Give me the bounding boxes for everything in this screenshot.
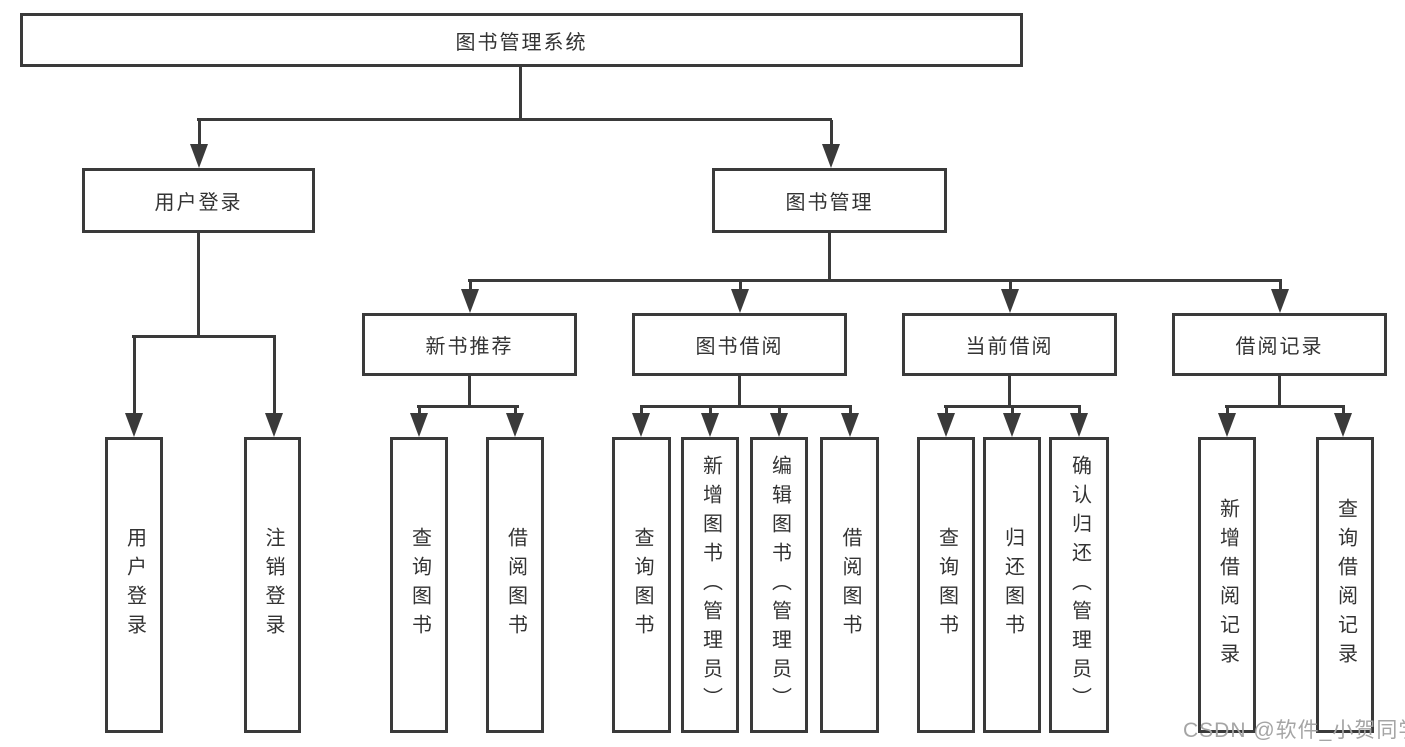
connector-line	[1278, 376, 1281, 407]
node-book-management: 图书管理	[712, 168, 947, 233]
arrow-down-icon	[822, 120, 840, 168]
arrow-down-icon	[731, 282, 749, 313]
connector-line	[1008, 376, 1011, 407]
leaf-query-books-current: 查询图书	[917, 437, 975, 733]
arrow-down-icon	[1271, 282, 1289, 313]
arrow-down-icon	[1334, 407, 1352, 437]
arrow-down-icon	[461, 282, 479, 313]
leaf-edit-book-admin: 编辑图书（管理员）	[750, 437, 808, 733]
arrow-down-icon	[632, 407, 650, 437]
leaf-query-borrow-record: 查询借阅记录	[1316, 437, 1374, 733]
connector-line	[738, 376, 741, 407]
leaf-logout: 注销登录	[244, 437, 301, 733]
leaf-return-book: 归还图书	[983, 437, 1041, 733]
arrow-down-icon	[770, 407, 788, 437]
connector-line	[1225, 405, 1345, 408]
connector-line	[197, 118, 832, 121]
node-library-system: 图书管理系统	[20, 13, 1023, 67]
watermark: CSDN @软件_小贺同学	[1183, 719, 1405, 742]
leaf-query-books-borrow: 查询图书	[612, 437, 671, 733]
leaf-add-borrow-record: 新增借阅记录	[1198, 437, 1256, 733]
arrow-down-icon	[841, 407, 859, 437]
leaf-add-book-admin: 新增图书（管理员）	[681, 437, 739, 733]
leaf-user-login: 用户登录	[105, 437, 163, 733]
leaf-borrow-books-recommend: 借阅图书	[486, 437, 544, 733]
arrow-down-icon	[1070, 407, 1088, 437]
connector-line	[519, 67, 522, 120]
connector-line	[828, 233, 831, 281]
node-book-borrow: 图书借阅	[632, 313, 847, 376]
arrow-down-icon	[1218, 407, 1236, 437]
connector-line	[197, 233, 200, 337]
leaf-borrow-books-borrow: 借阅图书	[820, 437, 879, 733]
leaf-query-books-recommend: 查询图书	[390, 437, 448, 733]
connector-line	[640, 405, 852, 408]
connector-line	[132, 335, 276, 338]
arrow-down-icon	[190, 120, 208, 168]
node-current-borrow: 当前借阅	[902, 313, 1117, 376]
arrow-down-icon	[506, 407, 524, 437]
arrow-down-icon	[1001, 282, 1019, 313]
arrow-down-icon	[937, 407, 955, 437]
node-new-book-recommend: 新书推荐	[362, 313, 577, 376]
connector-line	[944, 405, 1081, 408]
connector-line	[468, 279, 1282, 282]
arrow-down-icon	[410, 407, 428, 437]
arrow-down-icon	[701, 407, 719, 437]
arrow-down-icon	[265, 338, 283, 437]
arrow-down-icon	[1003, 407, 1021, 437]
node-borrow-records: 借阅记录	[1172, 313, 1387, 376]
arrow-down-icon	[125, 338, 143, 437]
connector-line	[468, 376, 471, 407]
node-user-login: 用户登录	[82, 168, 315, 233]
connector-line	[417, 405, 519, 408]
leaf-confirm-return-admin: 确认归还（管理员）	[1049, 437, 1109, 733]
